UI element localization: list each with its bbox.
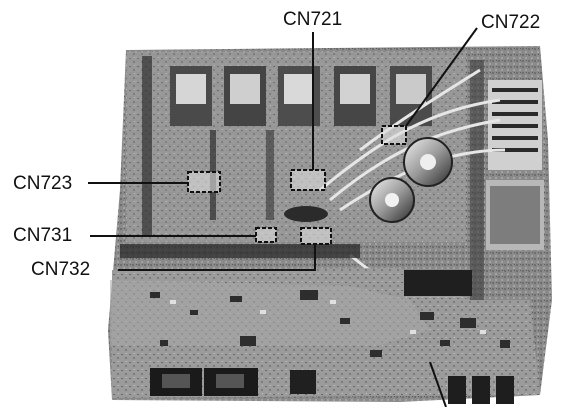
leader-cn732 bbox=[118, 244, 316, 271]
marker-cn731 bbox=[255, 227, 277, 243]
marker-cn732 bbox=[300, 227, 332, 245]
marker-cn722 bbox=[381, 125, 407, 145]
leader-cn722 bbox=[405, 27, 478, 127]
label-cn732: CN732 bbox=[30, 259, 92, 280]
marker-cn721 bbox=[290, 169, 326, 191]
leader-lines bbox=[88, 27, 478, 408]
label-cn721: CN721 bbox=[282, 9, 344, 30]
marker-cn723 bbox=[187, 171, 221, 193]
bottom-jacks bbox=[150, 368, 514, 404]
transistor-blocks bbox=[170, 66, 432, 126]
leader-bottom bbox=[429, 361, 447, 408]
label-cn723: CN723 bbox=[12, 173, 74, 194]
label-cn722: CN722 bbox=[480, 12, 542, 33]
label-cn731: CN731 bbox=[12, 225, 74, 246]
connector-markers bbox=[187, 125, 407, 245]
